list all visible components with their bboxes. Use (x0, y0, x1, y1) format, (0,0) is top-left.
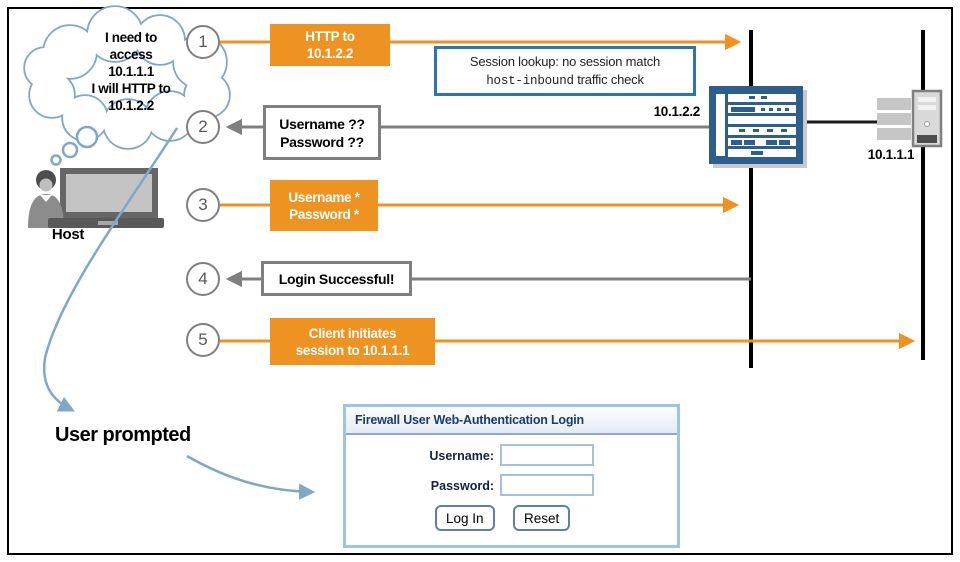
message-line: Username ?? (279, 115, 365, 132)
reset-button[interactable]: Reset (513, 505, 571, 531)
password-field[interactable] (500, 474, 594, 496)
username-field[interactable] (500, 444, 594, 466)
username-label: Username: (429, 449, 494, 463)
step-4-message: Login Successful! (261, 261, 412, 296)
message-line: 10.1.2.2 (306, 46, 354, 61)
note-line: Session lookup: no session match (469, 53, 661, 69)
host-label: Host (51, 226, 85, 243)
message-line: Password * (289, 206, 359, 222)
thought-line: access (109, 47, 153, 62)
step-number: 5 (198, 330, 208, 349)
thought-line: I need to (105, 30, 157, 45)
message-line: HTTP to (305, 29, 355, 44)
note-rest: traffic check (573, 71, 644, 87)
step-4-marker: 4 (186, 262, 220, 296)
step-number: 3 (198, 195, 208, 214)
step-3-message: Username * Password * (270, 180, 378, 231)
message-line: Username * (288, 189, 360, 205)
diagram-border (7, 7, 953, 555)
message-line: Password ?? (280, 133, 364, 150)
thought-line: I will HTTP to (91, 81, 171, 96)
step-number: 1 (198, 32, 208, 51)
host-icon (28, 168, 164, 228)
user-prompted-label: User prompted (55, 424, 191, 446)
step-2-marker: 2 (186, 110, 220, 144)
log-in-button[interactable]: Log In (435, 505, 495, 531)
server-ip-label: 10.1.1.1 (867, 147, 915, 162)
thought-line: 10.1.2.2 (108, 98, 154, 113)
web-auth-login-form: Firewall User Web-Authentication Login U… (343, 404, 680, 548)
step-5-marker: 5 (186, 323, 220, 357)
message-line: session to 10.1.1.1 (295, 342, 410, 358)
server-icon (877, 89, 943, 148)
login-form-title: Firewall User Web-Authentication Login (346, 407, 677, 435)
password-label: Password: (430, 479, 494, 493)
step-1-message: HTTP to 10.1.2.2 (270, 24, 390, 66)
note-code: host-inbound (486, 73, 574, 88)
step-number: 2 (198, 117, 208, 136)
message-line: Client initiates (308, 325, 397, 341)
step-2-message: Username ?? Password ?? (263, 105, 381, 160)
session-lookup-note: Session lookup: no session match host-in… (434, 46, 696, 96)
thought-line: 10.1.1.1 (108, 64, 154, 79)
note-line: host-inbound traffic check (486, 71, 644, 90)
step-number: 4 (198, 269, 208, 288)
message-line: Login Successful! (278, 270, 395, 287)
firewall-ip-label: 10.1.2.2 (653, 104, 701, 119)
thought-bubble-text: I need to access 10.1.1.1 I will HTTP to… (58, 29, 204, 114)
prompt-curve-arrow (42, 127, 179, 412)
firewall-icon (709, 86, 807, 168)
form-curve-arrow (186, 454, 316, 500)
step-1-marker: 1 (186, 25, 220, 59)
step-3-marker: 3 (186, 188, 220, 222)
step-5-message: Client initiates session to 10.1.1.1 (270, 318, 435, 365)
